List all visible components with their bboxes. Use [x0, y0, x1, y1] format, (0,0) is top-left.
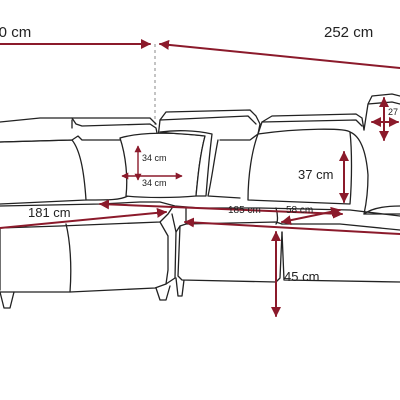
right-back-outline [257, 113, 365, 135]
seat-depth-dimension-line [281, 206, 341, 226]
right-backrest-cushion [247, 128, 353, 205]
right-end-cushion [363, 205, 400, 215]
corner-headrest [159, 115, 257, 125]
corner-back-outline [157, 109, 261, 141]
right-width-label: 252 cm [324, 24, 374, 41]
left-width-label: 220 cm [0, 24, 32, 41]
left-seat-length-label: 181 cm [28, 205, 71, 220]
pillow-back [159, 130, 213, 197]
left-back-cushion [0, 139, 87, 205]
right-headrest-raised [363, 93, 400, 131]
center-foot [155, 285, 171, 301]
seat-depth-label: 58 cm [286, 205, 314, 216]
right-seat-length-label: 185 cm [228, 205, 261, 216]
right-end-back [349, 131, 400, 215]
corner-seat-front-face [177, 225, 283, 283]
right-width-dimension-line [159, 39, 400, 69]
right-headrest [261, 119, 363, 127]
right-foot [175, 277, 185, 297]
right-seat-front-face [281, 231, 400, 283]
left-arm-end [165, 213, 177, 285]
headrest-depth-label: 27 [388, 107, 399, 117]
corner-backrest [207, 139, 241, 199]
left-seat-cushion-divider [65, 223, 72, 293]
pillow-height-label: 34 cm [142, 153, 167, 163]
seat-height-label: 45 cm [284, 269, 320, 284]
left-back-cushion-side [85, 195, 129, 201]
left-foot [0, 291, 15, 309]
pillow-width-label: 34 cm [142, 178, 167, 188]
left-seat-front-face [0, 221, 169, 293]
front-length-dimension-line [184, 217, 400, 235]
backrest-height-label: 37 cm [298, 167, 334, 182]
left-headrest [71, 117, 157, 129]
